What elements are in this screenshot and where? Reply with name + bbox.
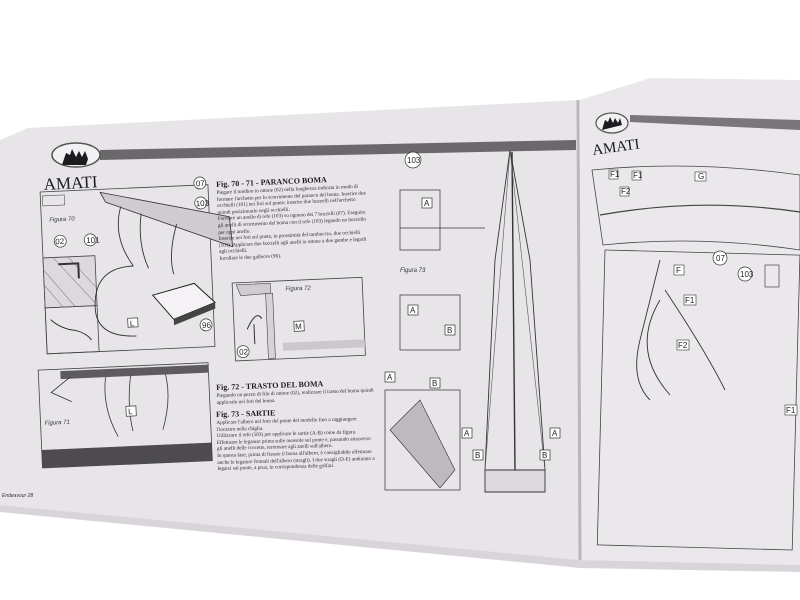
figure-71-label: Figura 71: [44, 420, 70, 427]
right-page-content: AMATI F1 F1 F2 G F F1 F2 07 103 F1: [591, 112, 800, 551]
part-label: F1: [633, 171, 643, 180]
part-label: F1: [610, 170, 620, 179]
part-label: L: [128, 407, 133, 416]
right-logo-text: AMATI: [591, 137, 640, 159]
logo-text: AMATI: [43, 172, 98, 194]
part-label: 02: [239, 347, 249, 356]
figure-73-label: Figura 73: [400, 268, 426, 274]
part-label: 103: [407, 156, 421, 165]
part-label: B: [447, 326, 452, 335]
figure-73: Figura 73 103 A A B A B A B A B: [384, 149, 561, 493]
part-label: B: [542, 451, 547, 460]
part-label: 103: [196, 199, 210, 209]
figure-72-label: Figura 72: [285, 286, 311, 293]
part-label: B: [432, 379, 437, 388]
part-label: M: [295, 322, 302, 331]
part-label: 101: [86, 235, 100, 245]
part-label: F1: [685, 296, 695, 305]
figure-70-label: Figura 70: [49, 216, 75, 223]
gutter: [576, 99, 582, 561]
part-label: F: [676, 266, 681, 275]
paragraph: In questa fase, prima di fissare il boma…: [217, 448, 375, 473]
section-paranco-boma: Fig. 70 - 71 - PARANCO BOMA Piegare il t…: [216, 173, 369, 262]
part-label: F2: [621, 187, 631, 196]
footer-page-label: Endeavour 28: [2, 493, 33, 499]
part-label: 07: [716, 254, 725, 263]
figure-72: Figura 72 02 M: [231, 276, 366, 362]
figure-71: Figura 71 L: [37, 362, 213, 469]
part-label: 07: [196, 179, 206, 188]
part-label: F1: [786, 406, 796, 415]
part-label: F2: [678, 341, 688, 350]
figure-70: Figura 70 02 101 L 96 07 103: [39, 176, 234, 355]
page-shadow: [0, 505, 800, 572]
part-label: 96: [202, 321, 212, 330]
part-label: A: [464, 429, 470, 438]
part-label: B: [475, 451, 480, 460]
part-label: A: [552, 429, 558, 438]
right-logo-figures-icon: [602, 117, 622, 130]
part-label: G: [698, 172, 704, 181]
part-label: L: [130, 319, 135, 328]
header-band: [100, 140, 576, 160]
part-label: A: [410, 306, 416, 315]
section-sartie: Fig. 73 - SARTIE Applicare l'albero nel …: [216, 406, 376, 473]
right-header-band: [630, 115, 800, 130]
part-label: 103: [740, 270, 754, 279]
part-label: 02: [55, 237, 65, 246]
part-label: A: [387, 373, 393, 382]
logo-figures-icon: [62, 149, 88, 165]
part-label: A: [424, 199, 430, 208]
right-page: [580, 78, 800, 565]
